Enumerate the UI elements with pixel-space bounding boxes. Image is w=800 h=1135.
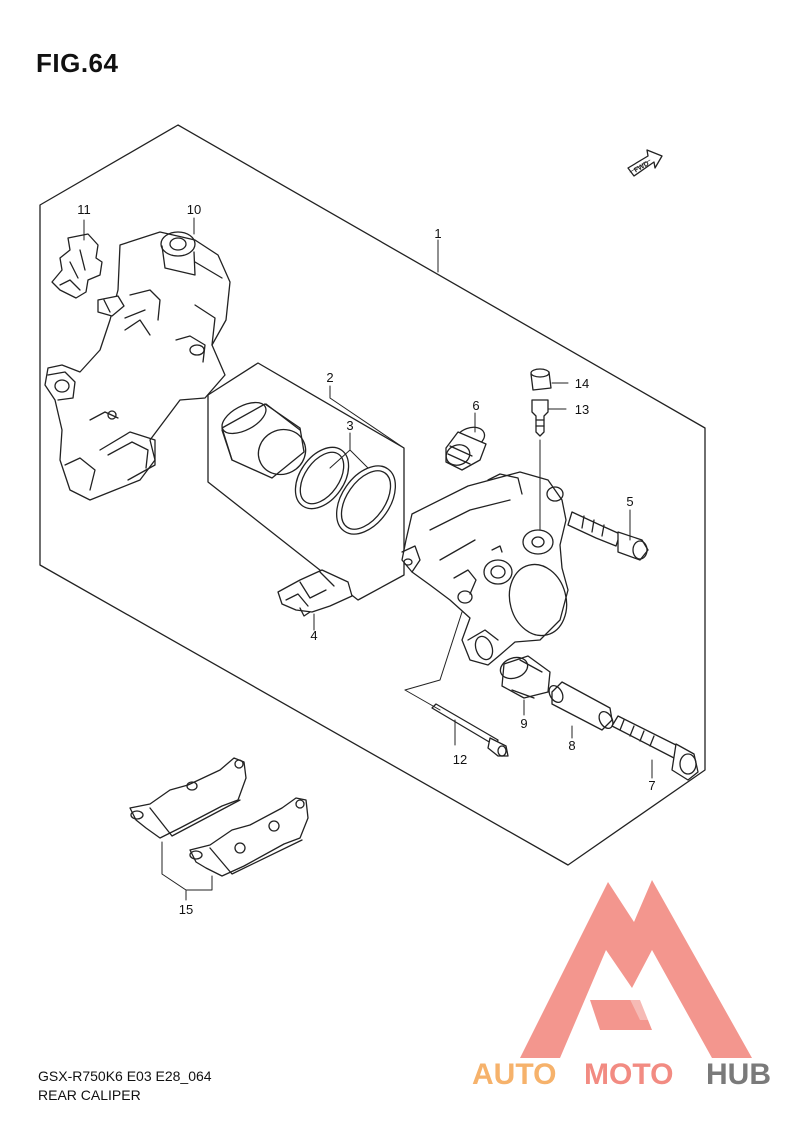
caliper-bracket — [44, 231, 231, 501]
caliper-bolt — [611, 715, 699, 781]
watermark-moto: MOTO — [584, 1058, 673, 1091]
part-number-9: 9 — [520, 716, 527, 731]
boot-upper — [445, 426, 487, 471]
part-number-2: 2 — [326, 370, 333, 385]
part-number-1: 1 — [434, 226, 441, 241]
bleeder-valve — [531, 399, 549, 437]
pad-pin-bolt-upper — [567, 511, 649, 561]
leader-lines — [83, 217, 653, 901]
part-number-15: 15 — [179, 902, 193, 917]
figure-title: FIG.64 — [36, 48, 119, 78]
part-number-8: 8 — [568, 738, 575, 753]
part-number-11: 11 — [77, 202, 91, 217]
part-number-12: 12 — [453, 752, 467, 767]
part-number-7: 7 — [648, 778, 655, 793]
bracket-clip — [51, 233, 125, 317]
brake-pad-right — [189, 797, 309, 877]
watermark-auto: AUTO — [472, 1058, 556, 1091]
watermark-hub: HUB — [706, 1058, 771, 1091]
sleeve — [548, 681, 614, 731]
part-number-3: 3 — [346, 418, 353, 433]
part-number-6: 6 — [472, 398, 479, 413]
caliper-body — [401, 471, 569, 666]
piston — [221, 401, 307, 479]
pad-spring — [277, 569, 353, 617]
section-name: REAR CALIPER — [38, 1087, 141, 1103]
part-number-4: 4 — [310, 628, 317, 643]
part-number-5: 5 — [626, 494, 633, 509]
fwd-arrow-icon — [627, 149, 663, 177]
model-code: GSX-R750K6 E03 E28_064 — [38, 1068, 212, 1084]
watermark-text: AUTO MOTO HUB — [472, 1058, 771, 1091]
brake-pad-left — [129, 757, 247, 839]
assembly-boundary — [39, 124, 706, 866]
piston-seals — [294, 446, 397, 535]
pad-pin — [431, 703, 509, 757]
piston-group-boundary — [207, 362, 405, 601]
bleeder-cap — [530, 368, 552, 391]
part-number-14: 14 — [575, 376, 589, 391]
part-number-10: 10 — [187, 202, 201, 217]
fwd-label: FWD — [633, 160, 650, 174]
watermark-logo — [520, 880, 752, 1058]
part-number-13: 13 — [575, 402, 589, 417]
boot-lower — [499, 655, 551, 699]
